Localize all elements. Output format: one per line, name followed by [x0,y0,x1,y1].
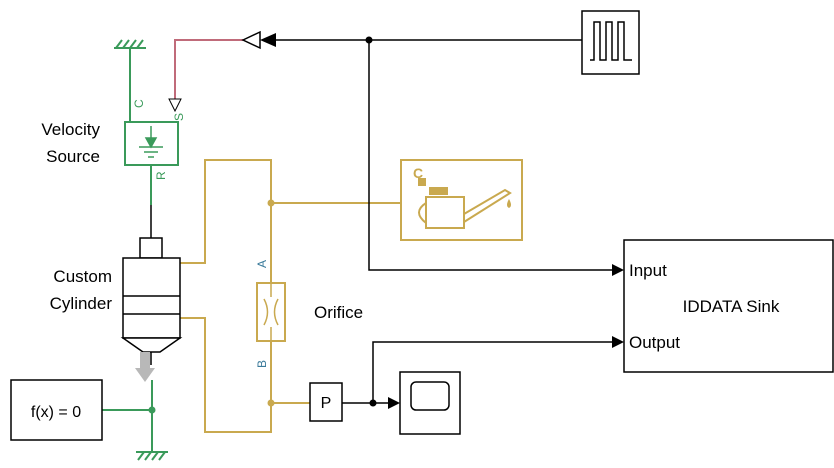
hydraulic-junction [267,199,275,207]
pulse-generator-block[interactable] [581,10,640,75]
oil-drop-icon [507,199,511,208]
port-label-c: C [132,99,146,108]
s-port-triangle [168,98,182,113]
velocity-source-block[interactable] [124,121,179,166]
custom-cylinder-block[interactable] [120,205,183,382]
velocity-source-icon [139,126,163,158]
iddata-sink-title: IDDATA Sink [683,297,780,316]
hydraulic-lines [180,159,401,433]
iddata-sink-output-label: Output [629,333,680,352]
solver-config-label: f(x) = 0 [31,404,81,421]
signal-arrowhead [388,397,400,409]
ps-converter-icon[interactable] [241,30,261,50]
orifice-block[interactable] [256,282,286,342]
mechanical-ground-icon [136,451,168,461]
signal-junction [365,36,373,44]
scope-icon [410,381,450,411]
solver-configuration-block[interactable]: f(x) = 0 [10,379,103,441]
pressure-sensor-label: P [321,395,332,412]
cylinder-icon [120,205,183,353]
port-label-s: S [172,113,186,121]
custom-cylinder-label: Custom [53,267,112,286]
force-arrow-icon [135,352,155,382]
mechanical-junction [148,406,156,414]
port-label-a: A [255,260,269,268]
velocity-source-label: Source [46,147,100,166]
velocity-source-label: Velocity [41,120,100,139]
signal-junction [369,399,377,407]
custom-cylinder-label: Cylinder [50,294,113,313]
hydraulic-fluid-block[interactable]: C [400,159,523,241]
mechanical-lines [102,48,153,452]
signal-arrowhead [612,264,624,276]
mechanical-ground-icon [114,39,146,49]
pulse-generator-icon [590,21,632,61]
scope-block[interactable] [399,371,461,435]
port-label-r: R [154,171,168,180]
hydraulic-junction [267,399,275,407]
iddata-sink-block[interactable]: Input IDDATA Sink Output [623,239,834,373]
orifice-label: Orifice [314,303,363,322]
signal-lines [276,39,612,404]
port-label-c: C [413,165,423,181]
physical-signal-line [174,39,243,110]
hydraulic-fluid-icon [418,178,512,229]
pressure-sensor-block[interactable]: P [309,382,343,422]
orifice-icon [263,283,279,341]
port-label-b: B [255,360,269,368]
signal-arrowhead [612,336,624,348]
iddata-sink-input-label: Input [629,261,667,280]
signal-arrowhead [260,33,276,47]
